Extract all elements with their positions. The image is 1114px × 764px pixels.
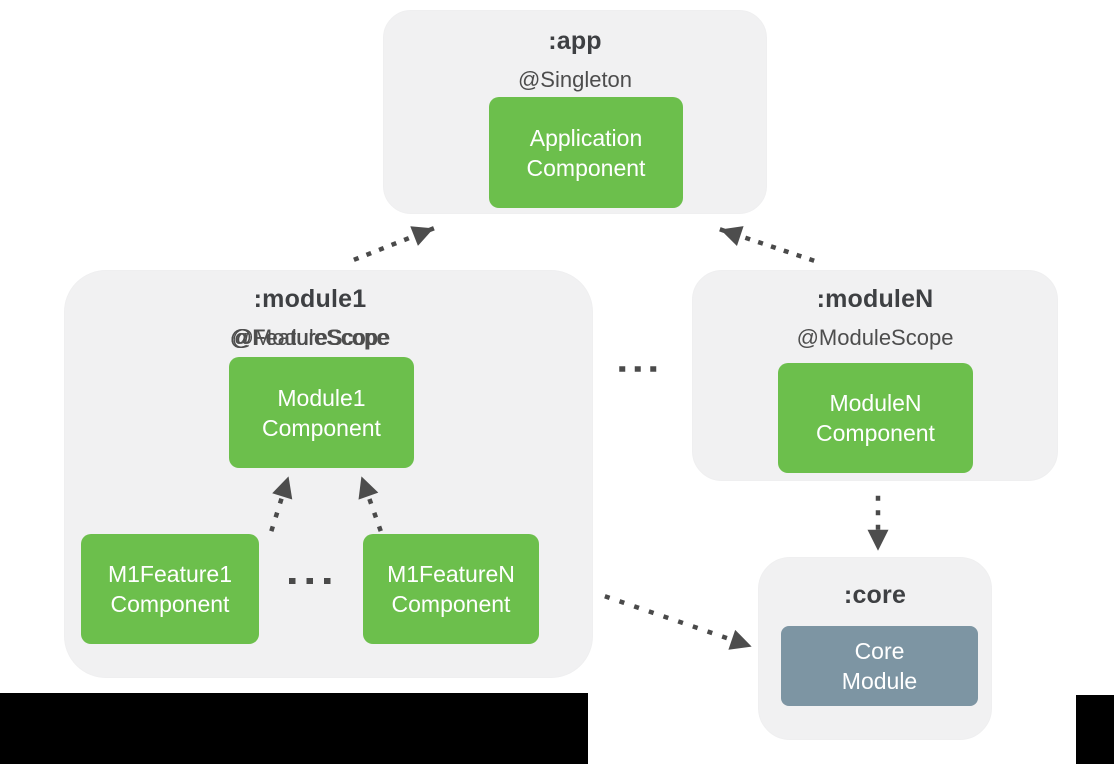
m1featureN-component-label-line1: M1FeatureN xyxy=(387,561,515,587)
arrow-module1-to-core xyxy=(604,594,753,650)
module1-component-label-line2: Component xyxy=(262,414,381,441)
m1feature1-component-label-line2: Component xyxy=(110,591,230,617)
group-app-title: :app xyxy=(548,27,602,55)
m1featureN-component-box: M1FeatureN Component xyxy=(363,534,539,644)
application-component-box: Application Component xyxy=(489,97,683,208)
group-moduleN: :moduleN @ModuleScope ModuleN Component xyxy=(692,270,1058,481)
m1featureN-component-label-line2: Component xyxy=(391,591,511,617)
group-core: :core Core Module xyxy=(758,557,992,740)
feature1-scope-label: @FeatureScope xyxy=(229,325,391,350)
application-component-label-line2: Component xyxy=(526,154,646,181)
moduleN-component-label-line1: ModuleN xyxy=(829,390,922,416)
core-module-label-line2: Module xyxy=(841,668,918,694)
m1feature1-component-label-line1: M1Feature1 xyxy=(107,561,232,587)
core-module-label-line1: Core xyxy=(854,638,905,664)
arrow-moduleN-to-app xyxy=(719,226,815,263)
letterbox-bottom-left xyxy=(0,693,588,764)
moduleN-component-label-line2: Component xyxy=(816,420,935,446)
arrow-module1-to-app xyxy=(353,226,435,262)
group-module1-title: :module1 xyxy=(253,285,367,313)
module1-component-label-line1: Module1 xyxy=(277,384,366,411)
letterbox-bottom-right xyxy=(1076,695,1114,764)
featureN-scope-label: @FeatureScope xyxy=(229,325,391,350)
group-core-title: :core xyxy=(843,581,907,609)
application-component-label-line1: Application xyxy=(529,124,643,151)
m1feature1-component-box: M1Feature1 Component xyxy=(81,534,259,644)
group-moduleN-title: :moduleN xyxy=(816,285,934,313)
module1-scope-label: @ModuleScope xyxy=(231,325,389,350)
singleton-scope-label: @Singleton xyxy=(517,67,633,92)
moduleN-component-box: ModuleN Component xyxy=(778,363,973,473)
group-app: :app @Singleton Application Component xyxy=(383,10,767,214)
core-module-box: Core Module xyxy=(781,626,978,706)
moduleN-scope-label: @ModuleScope xyxy=(796,325,954,350)
group-module1: :module1 @ModuleScope Module1 Component … xyxy=(64,270,593,678)
module1-component-box: Module1 Component xyxy=(229,357,414,468)
